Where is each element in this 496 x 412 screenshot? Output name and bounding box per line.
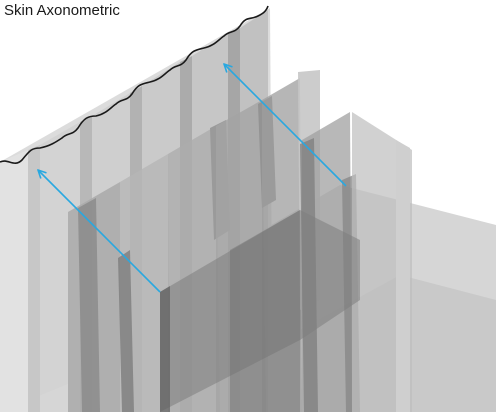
diagram-title: Skin Axonometric: [4, 2, 120, 19]
offset-arrows: [38, 64, 347, 293]
interior-block: [160, 210, 360, 412]
offset-arrow-left: [38, 170, 161, 293]
offset-arrow-right: [224, 64, 347, 187]
